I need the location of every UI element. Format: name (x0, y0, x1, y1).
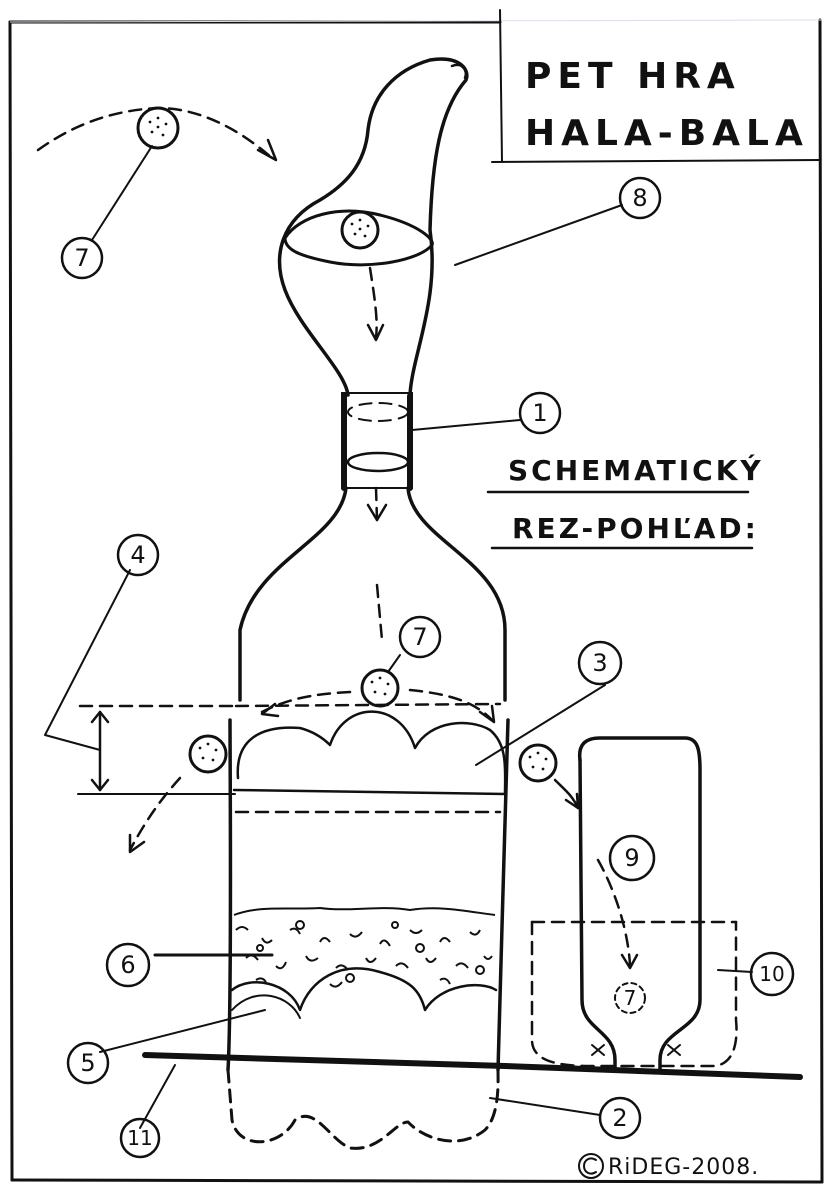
bottle-connector (341, 392, 413, 491)
filling-material (233, 906, 496, 988)
credit-text: RiDEG-2008. (608, 1155, 759, 1180)
subtitle-line-2: REZ-POHĽAD: (512, 512, 759, 545)
callout-5: 5 (66, 1041, 110, 1085)
callout-11: 11 (119, 1117, 161, 1159)
copyright-icon (578, 1153, 604, 1179)
ball-in-bottle (360, 668, 400, 708)
svg-text:7: 7 (74, 244, 89, 272)
svg-text:11: 11 (127, 1126, 152, 1150)
svg-text:2: 2 (612, 1104, 627, 1132)
svg-text:7: 7 (624, 986, 637, 1010)
svg-text:6: 6 (120, 951, 135, 979)
svg-text:5: 5 (80, 1049, 95, 1077)
svg-text:4: 4 (130, 541, 145, 569)
callout-2: 2 (598, 1096, 642, 1140)
svg-text:1: 1 (532, 399, 547, 427)
callout-7-small-bottle: 7 (624, 986, 637, 1010)
callout-1: 1 (518, 391, 562, 435)
small-bottle (577, 736, 702, 1072)
callout-4: 4 (116, 533, 160, 577)
callout-3: 3 (577, 640, 623, 686)
ball-in-small-bottle (614, 982, 646, 1014)
svg-text:8: 8 (632, 184, 647, 212)
callout-7-top: 7 (60, 236, 104, 280)
svg-text:10: 10 (759, 962, 784, 986)
svg-text:7: 7 (412, 623, 427, 651)
cup-container (530, 920, 738, 1068)
callout-9: 9 (608, 834, 656, 882)
title-line-1: PET HRA (525, 56, 741, 97)
svg-text:3: 3 (592, 649, 607, 677)
height-dimension (77, 702, 502, 795)
subtitle: SCHEMATICKÝ REZ-POHĽAD: (486, 453, 764, 550)
callout-7-middle: 7 (398, 615, 442, 659)
title-line-2: HALA-BALA (525, 113, 809, 154)
title-box: PET HRA HALA-BALA (491, 9, 821, 163)
callout-10: 10 (749, 951, 795, 997)
svg-text:9: 9 (624, 844, 639, 872)
callout-6: 6 (105, 942, 151, 988)
subtitle-line-1: SCHEMATICKÝ (508, 453, 764, 487)
main-bottle (226, 486, 510, 1150)
ground-line (142, 1052, 803, 1080)
page-frame (8, 18, 824, 1184)
ball-left-falling (188, 734, 228, 774)
ball-on-funnel (340, 210, 380, 250)
author-credit: RiDEG-2008. (578, 1153, 759, 1180)
ball-right (518, 743, 558, 783)
ball-flying-top (136, 106, 180, 150)
funnel-bottle-top (277, 57, 469, 397)
inner-insert (230, 967, 498, 1019)
callout-8: 8 (618, 176, 662, 220)
leader-lines (44, 145, 753, 1129)
